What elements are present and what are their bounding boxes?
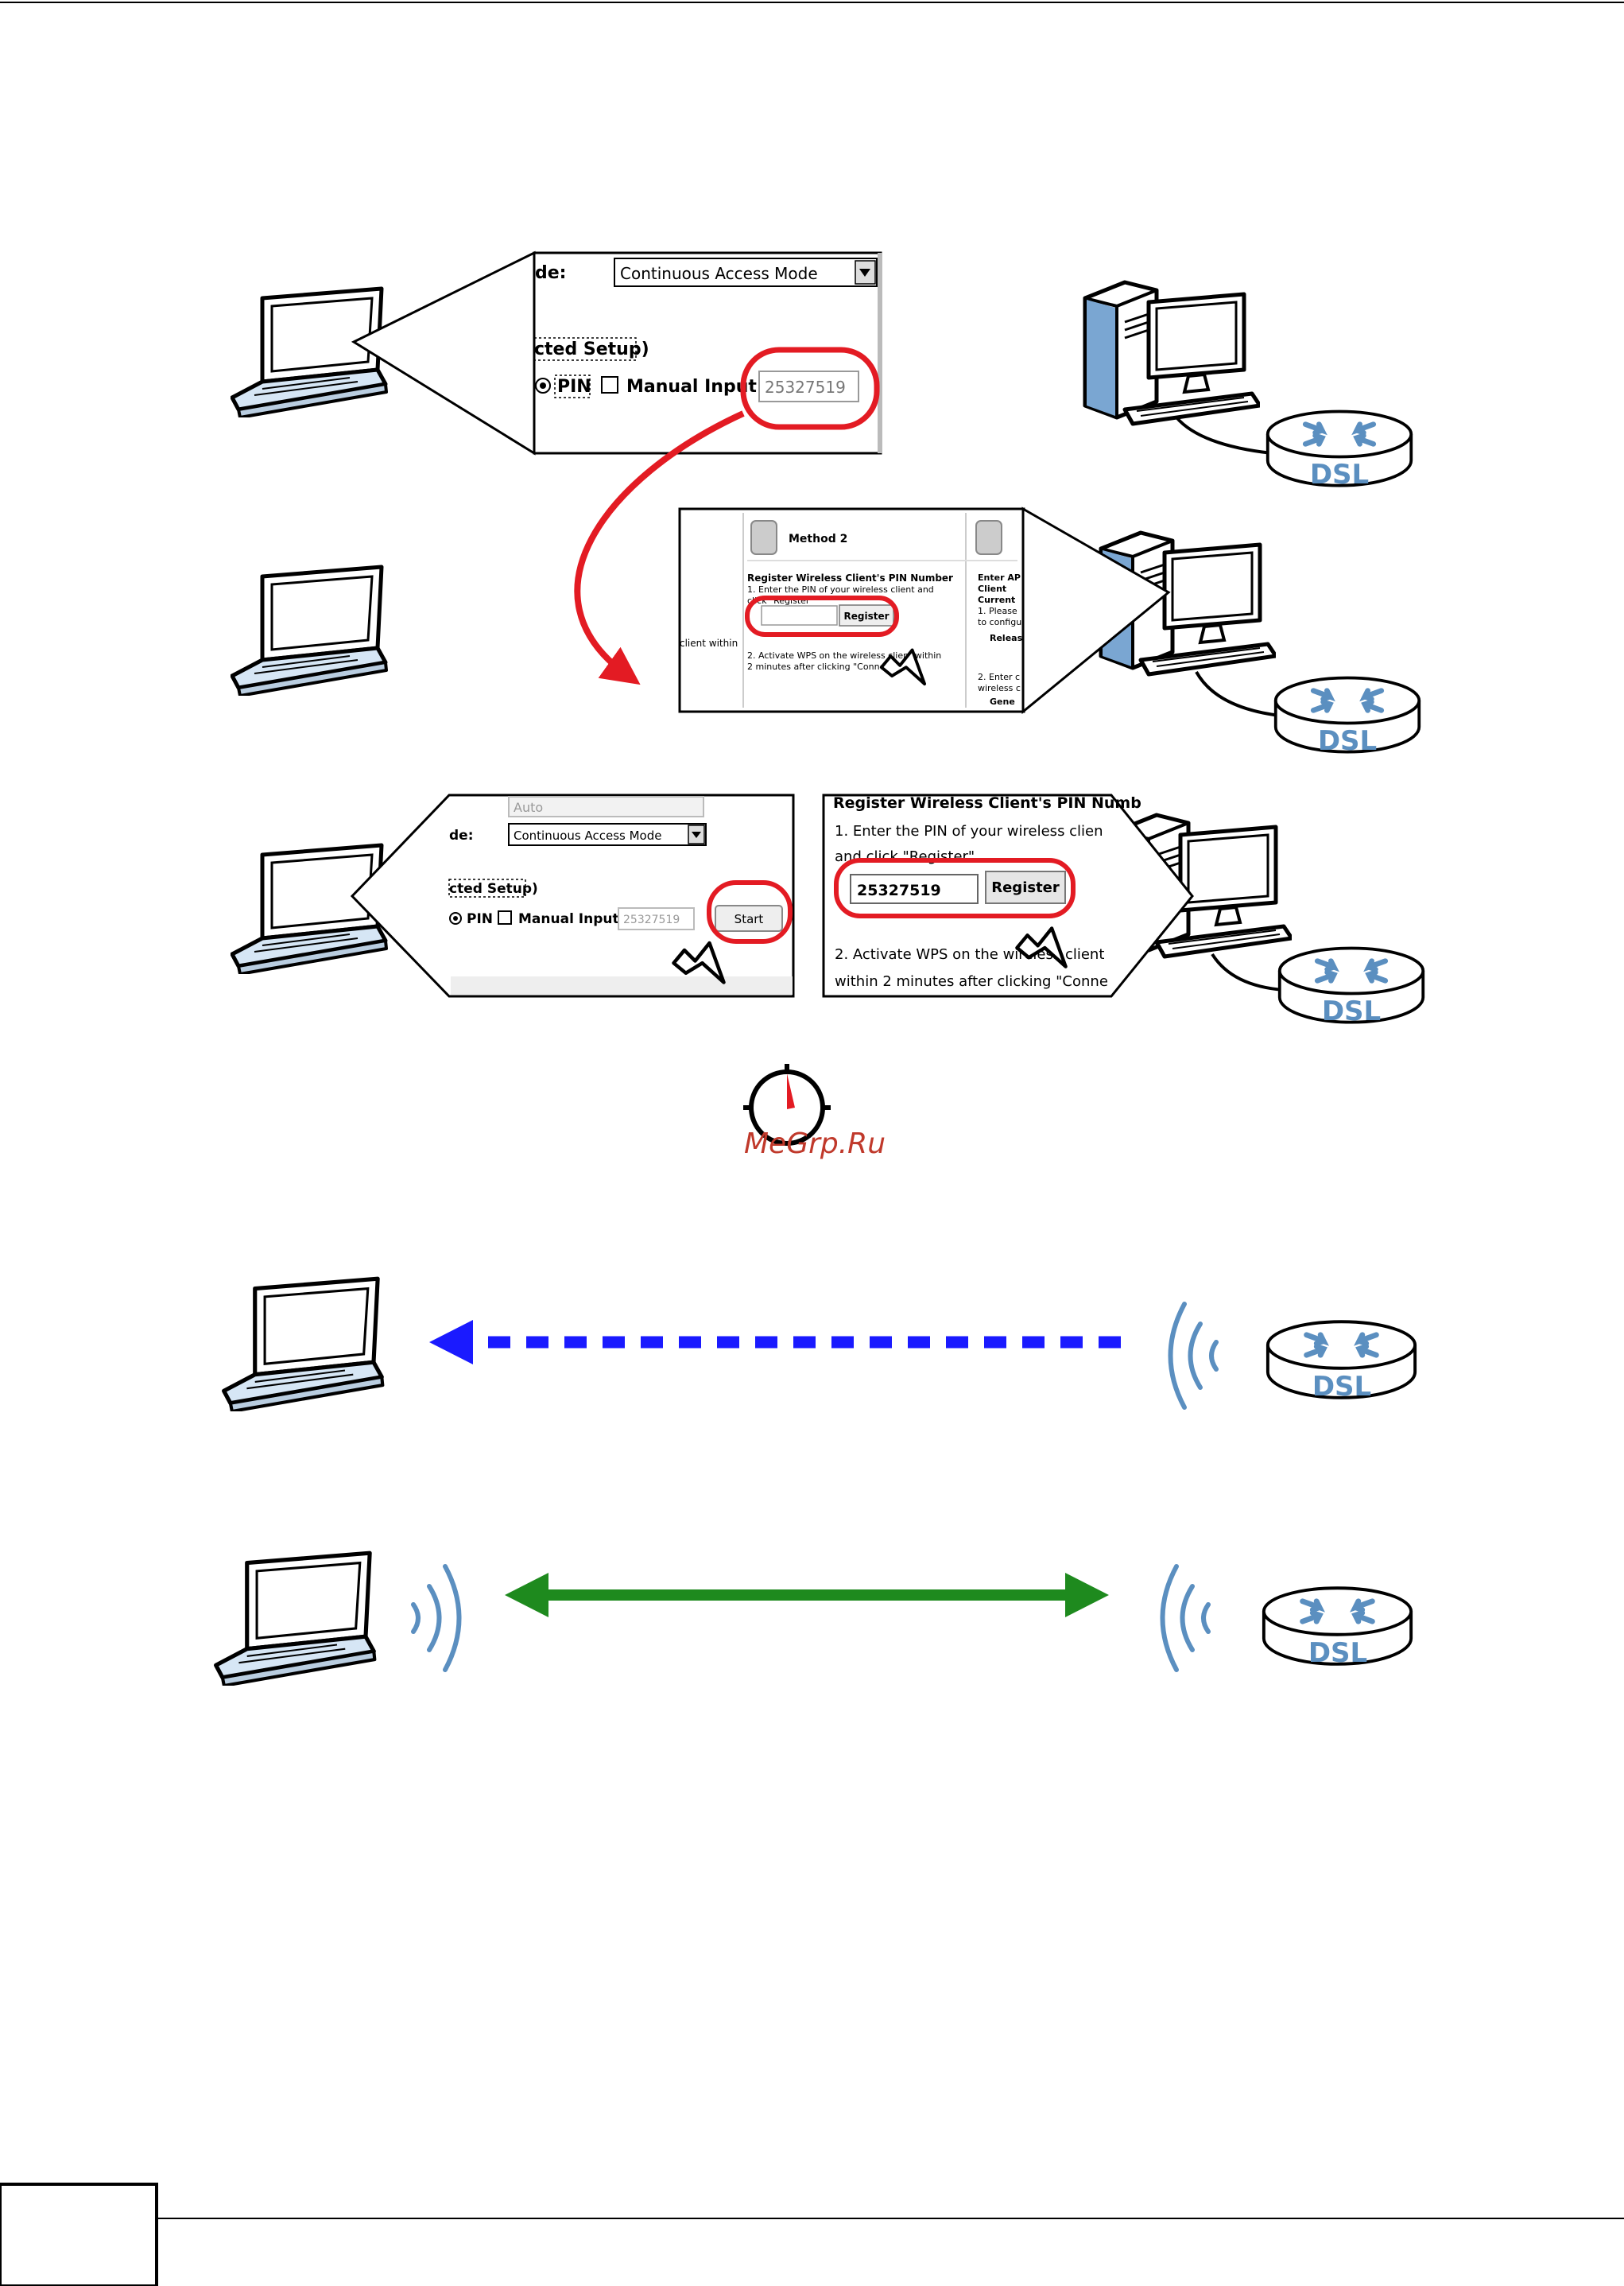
panel3-auto-select[interactable] bbox=[508, 796, 704, 817]
svg-text:wireless c: wireless c bbox=[978, 683, 1021, 693]
panel3-pin-field[interactable] bbox=[618, 907, 695, 930]
panel3-manual-label: Manual Input bbox=[518, 911, 619, 927]
svg-text:2. Enter c: 2. Enter c bbox=[978, 672, 1020, 682]
panel3-callout: Auto de: Continuous Access Mode cted Set… bbox=[350, 794, 795, 998]
panel3-pin-value: 25327519 bbox=[623, 914, 680, 926]
row5-router: DSL bbox=[1264, 1588, 1411, 1669]
row4-laptop bbox=[224, 1279, 383, 1411]
router-label: DSL bbox=[1322, 996, 1381, 1027]
panel1-manual-label: Manual Input bbox=[626, 377, 757, 397]
row5-laptop-waves bbox=[413, 1566, 459, 1670]
red-connector-arrow bbox=[574, 410, 745, 685]
panel2-step1: 1. Enter the PIN of your wireless client… bbox=[747, 584, 934, 595]
panel3-start-label: Start bbox=[734, 912, 764, 926]
panel1-pin-field[interactable] bbox=[758, 371, 859, 402]
lock-icon bbox=[750, 520, 777, 555]
router-label: DSL bbox=[1308, 1637, 1367, 1669]
svg-text:Current: Current bbox=[978, 595, 1015, 605]
panel2-register-button[interactable] bbox=[839, 604, 894, 627]
panel3-auto-value: Auto bbox=[514, 800, 543, 815]
row2-laptop bbox=[232, 567, 386, 696]
panel3-mode-value: Continuous Access Mode bbox=[514, 829, 661, 843]
svg-text:Client: Client bbox=[978, 584, 1006, 594]
panel4-heading: Register Wireless Client's PIN Numb bbox=[833, 794, 1141, 812]
row3-laptop bbox=[232, 845, 386, 974]
panel1-callout: de: Continuous Access Mode cted Setup) P… bbox=[351, 250, 882, 456]
svg-text:Releas: Releas bbox=[990, 633, 1023, 643]
panel3-mode-select[interactable] bbox=[508, 823, 707, 846]
panel4-pin-field[interactable] bbox=[850, 874, 979, 904]
panel2-method-title: Method 2 bbox=[789, 533, 847, 545]
row3-cable bbox=[1211, 953, 1285, 992]
svg-text:Enter AP: Enter AP bbox=[978, 572, 1021, 583]
row1-pc bbox=[1085, 282, 1260, 424]
router-label: DSL bbox=[1310, 459, 1369, 491]
panel3-setup-label: cted Setup) bbox=[449, 881, 538, 897]
panel2-right-col: Enter AP Client Current 1. Please to con… bbox=[978, 572, 1023, 707]
router-label: DSL bbox=[1318, 725, 1377, 757]
panel3-highlight bbox=[707, 880, 793, 944]
panel2-pin-field[interactable] bbox=[761, 605, 838, 626]
panel1-mode-label: de: bbox=[535, 263, 566, 283]
page-number-box bbox=[0, 2183, 158, 2286]
panel1-pin-label: PIN bbox=[557, 377, 591, 397]
panel3-pin-label: PIN bbox=[467, 911, 493, 927]
panel4-highlight bbox=[834, 858, 1076, 918]
row5-laptop bbox=[216, 1553, 375, 1686]
panel2-highlight bbox=[745, 596, 899, 637]
panel3-manual-checkbox[interactable] bbox=[498, 910, 512, 925]
row2-router: DSL bbox=[1276, 678, 1420, 757]
panel4-step1: 1. Enter the PIN of your wireless clien bbox=[835, 823, 1103, 840]
row1-router: DSL bbox=[1268, 412, 1412, 491]
panel2-register-heading: Register Wireless Client's PIN Number bbox=[747, 572, 953, 584]
svg-text:Gene: Gene bbox=[990, 697, 1015, 707]
panel1-mode-select[interactable] bbox=[614, 258, 878, 287]
panel4-pin-value: 25327519 bbox=[857, 882, 941, 899]
panel4-callout: Register Wireless Client's PIN Numb 1. E… bbox=[822, 794, 1194, 998]
panel4-register-button[interactable] bbox=[985, 871, 1066, 904]
panel2-left-text: client within bbox=[680, 638, 738, 649]
one-way-dashed-arrow bbox=[429, 1320, 1121, 1364]
two-way-arrow bbox=[505, 1573, 1109, 1617]
row4-signal-waves bbox=[1171, 1304, 1217, 1407]
panel2-step2b: 2 minutes after clicking "Conne bbox=[747, 662, 886, 672]
row1-cable bbox=[1175, 416, 1273, 455]
panel4-register-label: Register bbox=[991, 879, 1060, 896]
row5-router-waves bbox=[1163, 1566, 1209, 1670]
panel1-setup-label: cted Setup) bbox=[534, 340, 649, 359]
panel1-manual-checkbox[interactable] bbox=[601, 376, 618, 394]
panel2-register-label: Register bbox=[843, 611, 889, 622]
row1-laptop bbox=[232, 289, 386, 417]
row2-cable bbox=[1195, 671, 1281, 717]
row4-router: DSL bbox=[1268, 1322, 1415, 1403]
router-label: DSL bbox=[1312, 1371, 1371, 1403]
lock-icon bbox=[975, 520, 1002, 555]
svg-text:1. Please: 1. Please bbox=[978, 606, 1017, 616]
panel1-pin-value: 25327519 bbox=[765, 378, 846, 397]
watermark: MeGrp.Ru bbox=[744, 1127, 886, 1160]
start-button[interactable] bbox=[715, 905, 783, 932]
row3-router: DSL bbox=[1280, 949, 1424, 1027]
svg-text:to configu: to configu bbox=[978, 617, 1021, 627]
panel1-highlight bbox=[740, 347, 880, 430]
panel2-callout: Method 2 Register Wireless Client's PIN … bbox=[678, 506, 1171, 715]
panel1-mode-value: Continuous Access Mode bbox=[620, 264, 818, 283]
timer-icon bbox=[743, 1064, 831, 1146]
panel4-step2b: within 2 minutes after clicking "Conne bbox=[835, 973, 1108, 990]
panel3-mode-label: de: bbox=[449, 828, 474, 844]
